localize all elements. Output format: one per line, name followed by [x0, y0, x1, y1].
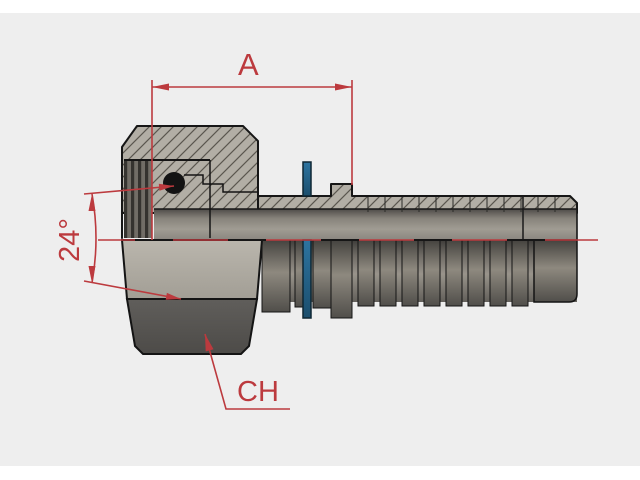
arrow-angle-bottom — [88, 266, 96, 283]
hex-facet-dark — [125, 298, 259, 355]
arrow-ch-leader — [205, 334, 214, 352]
external-lower-half — [120, 239, 578, 355]
dimension-ch — [204, 333, 290, 410]
dimension-a — [151, 80, 353, 240]
band-serrations — [367, 197, 556, 212]
arrow-angle-top — [88, 194, 96, 211]
cone-seat-steps — [184, 174, 258, 193]
hose-barb-rings — [261, 239, 529, 319]
dimension-a-label: A — [238, 47, 259, 82]
thread-section — [124, 160, 152, 238]
washer-lower — [302, 239, 312, 319]
oring-seal — [163, 172, 185, 194]
arrow-a-left — [152, 83, 169, 91]
top-margin-strip — [0, 0, 640, 13]
cone-angle-label: 24° — [53, 218, 86, 262]
washer-upper — [302, 161, 312, 197]
section-upper-half — [121, 125, 578, 240]
arrow-a-right — [335, 83, 352, 91]
dimension-cone-angle — [83, 183, 182, 300]
hex-size-label: CH — [237, 376, 279, 408]
bottom-margin-strip — [0, 466, 640, 480]
tail-end-cap — [533, 239, 578, 303]
arrow-hex-leader — [165, 292, 181, 300]
arrow-oring-leader — [158, 183, 174, 191]
bore-interior — [154, 209, 577, 240]
hex-facet-light — [120, 239, 264, 300]
annotations — [83, 80, 598, 410]
